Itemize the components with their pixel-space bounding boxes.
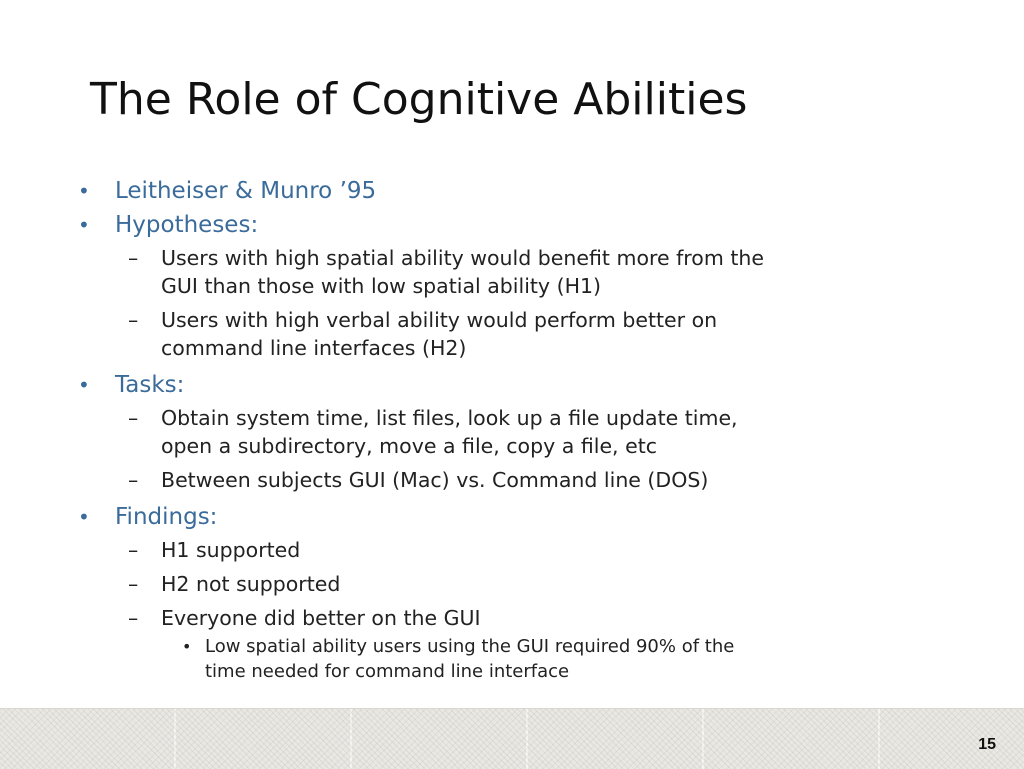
bullet-icon: •: [78, 179, 90, 203]
bullet-text: Hypotheses:: [115, 212, 259, 238]
bullet-item: • Leitheiser & Munro ’95: [78, 174, 958, 208]
sub-bullet-item: – H2 not supported: [78, 570, 958, 598]
bullet-item: • Hypotheses:: [78, 208, 958, 242]
dash-icon: –: [128, 572, 139, 596]
sub-bullet-item: – Obtain system time, list files, look u…: [78, 404, 958, 460]
sub-bullet-text: H2 not supported: [161, 572, 341, 596]
dash-icon: –: [128, 308, 139, 332]
bullet-icon: •: [78, 213, 90, 237]
bullet-icon: •: [78, 373, 90, 397]
slide-title: The Role of Cognitive Abilities: [90, 74, 748, 125]
bullet-item: • Findings:: [78, 500, 958, 534]
page-number: 15: [978, 736, 996, 753]
sub-sub-bullet-item: • Low spatial ability users using the GU…: [78, 634, 958, 684]
sub-bullet-item: – H1 supported: [78, 536, 958, 564]
sub-bullet-text: Users with high verbal ability would per…: [161, 308, 718, 360]
dash-icon: –: [128, 468, 139, 492]
sub-bullet-item: – Between subjects GUI (Mac) vs. Command…: [78, 466, 958, 494]
bullet-text: Leitheiser & Munro ’95: [115, 178, 377, 204]
bullet-text: Tasks:: [115, 372, 185, 398]
sub-bullet-item: – Everyone did better on the GUI: [78, 604, 958, 632]
sub-bullet-text: Obtain system time, list files, look up …: [161, 406, 738, 458]
dash-icon: –: [128, 606, 139, 630]
bullet-icon: •: [182, 637, 192, 656]
dash-icon: –: [128, 538, 139, 562]
footer-band: [0, 708, 1024, 769]
bullet-text: Findings:: [115, 504, 218, 530]
dash-icon: –: [128, 246, 139, 270]
bullet-item: • Tasks:: [78, 368, 958, 402]
sub-bullet-item: – Users with high spatial ability would …: [78, 244, 958, 300]
sub-bullet-text: H1 supported: [161, 538, 301, 562]
sub-bullet-text: Everyone did better on the GUI: [161, 606, 481, 630]
sub-bullet-item: – Users with high verbal ability would p…: [78, 306, 958, 362]
sub-bullet-text: Between subjects GUI (Mac) vs. Command l…: [161, 468, 709, 492]
slide-body: • Leitheiser & Munro ’95 • Hypotheses: –…: [78, 174, 958, 684]
bullet-icon: •: [78, 505, 90, 529]
sub-bullet-text: Users with high spatial ability would be…: [161, 246, 764, 298]
dash-icon: –: [128, 406, 139, 430]
sub-sub-bullet-text: Low spatial ability users using the GUI …: [205, 636, 735, 682]
